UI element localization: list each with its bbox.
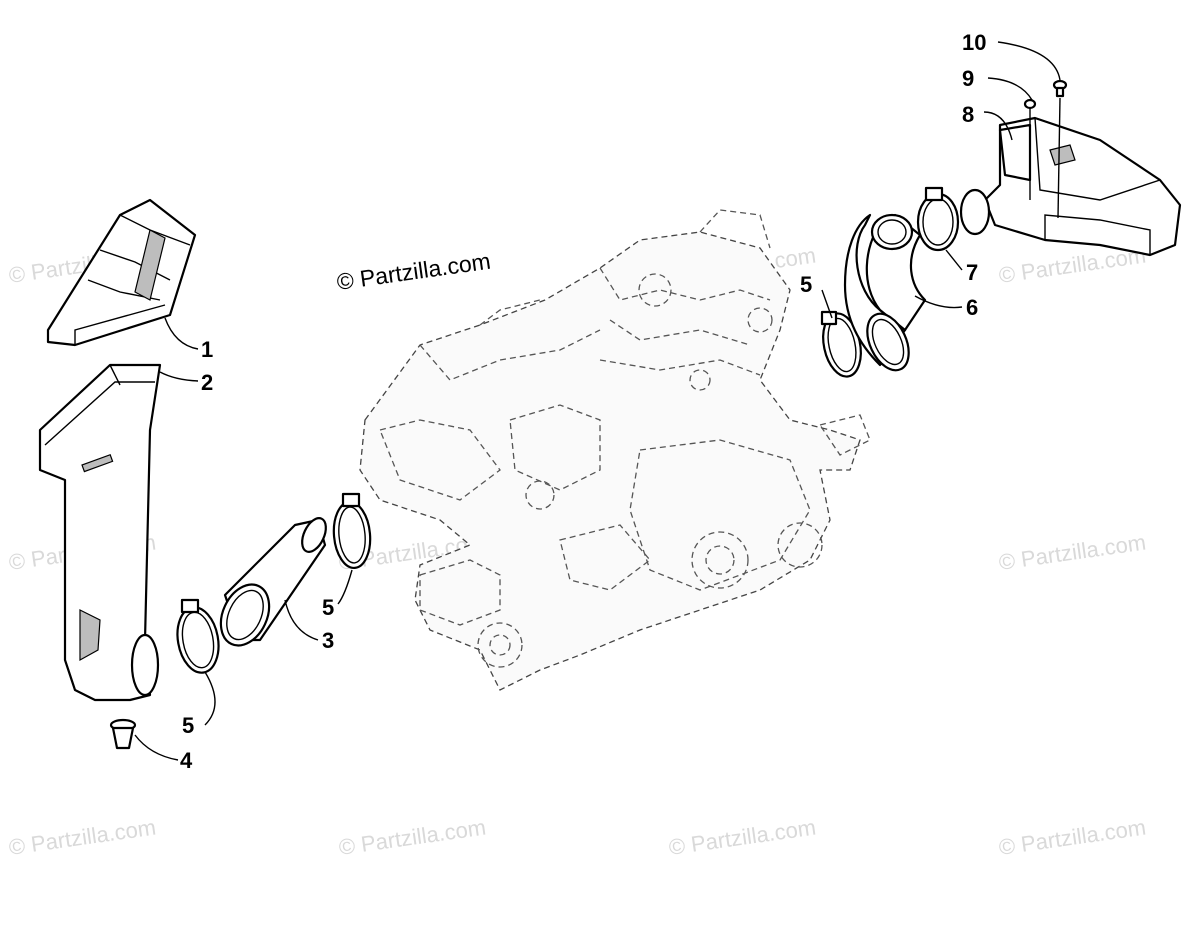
watermark: © Partzilla.com [997,815,1147,860]
callout-4: 4 [180,748,193,773]
part-10-screw [1052,79,1068,98]
part-3-intake-boot [219,517,327,647]
part-7-clamp-ring [916,186,960,252]
callout-6: 6 [966,295,978,320]
callout-7: 7 [966,260,978,285]
part-8-air-box [959,116,1182,257]
callout-9: 9 [962,66,974,91]
leader-lines [134,41,1061,761]
engine-illustration [359,209,871,691]
callout-5-middle: 5 [322,595,334,620]
callout-8: 8 [962,102,974,127]
callout-1: 1 [201,337,213,362]
part-2-air-duct [38,363,162,702]
part-5-clamp-lower [176,598,220,674]
callouts: 1 2 3 4 5 5 5 6 7 8 9 10 [180,30,986,773]
part-9-washer [1023,98,1037,110]
callout-10: 10 [962,30,986,55]
callout-3: 3 [322,628,334,653]
copyright-label: © Partzilla.com [335,248,492,295]
watermark: © Partzilla.com [7,815,157,860]
callout-5-upper: 5 [800,272,812,297]
watermark: © Partzilla.com [337,815,487,860]
callout-2: 2 [201,370,213,395]
part-5-clamp-middle [332,492,372,570]
part-1-intake-cover [46,198,197,347]
callout-5-lower: 5 [182,713,194,738]
part-5-clamp-upper [820,310,862,378]
part-4-fastener [109,718,137,750]
part-6-elbow-hose [843,213,927,372]
watermark: © Partzilla.com [997,530,1147,575]
watermark: © Partzilla.com [667,815,817,860]
